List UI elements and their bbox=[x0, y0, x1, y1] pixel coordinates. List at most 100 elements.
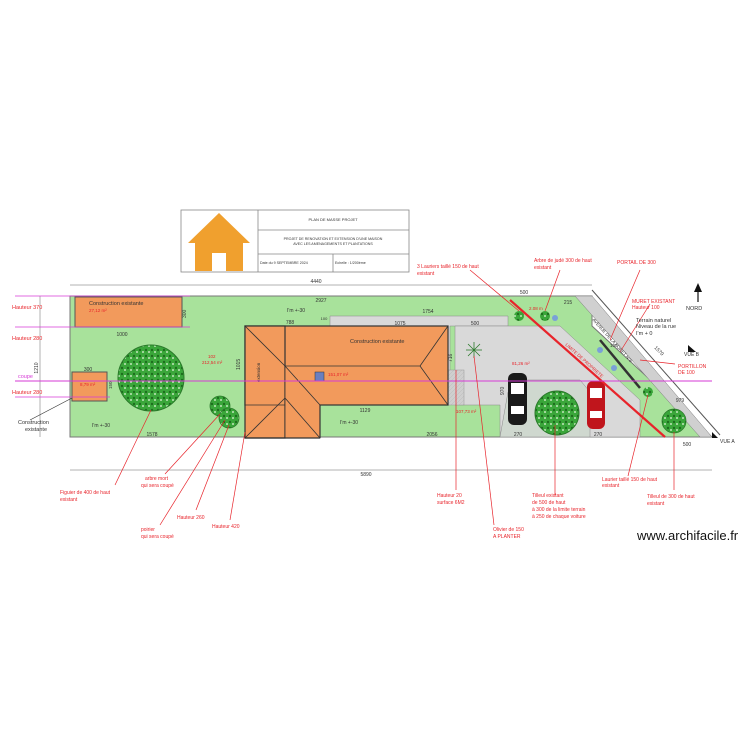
paved-area: 81,26 m² bbox=[512, 361, 530, 366]
dim-1578: 1578 bbox=[146, 432, 157, 438]
main-house bbox=[244, 325, 449, 439]
label-tilleul-1: Tilleul existant bbox=[532, 493, 564, 499]
label-arbre-mort-2: qui sera coupé bbox=[141, 483, 174, 489]
label-poirier-1: poirier bbox=[141, 527, 155, 533]
label-nord: NORD bbox=[686, 306, 702, 312]
project-line-2: AVEC LES AMENAGEMENTS ET PLANTATIONS bbox=[293, 242, 373, 246]
level-left: I'm +-30 bbox=[92, 423, 110, 429]
existing-building-top bbox=[74, 296, 183, 328]
extension-label: extension bbox=[256, 362, 261, 382]
leader-lines bbox=[114, 269, 676, 526]
chimney-icon bbox=[314, 371, 325, 382]
level-mid: I'm +-30 bbox=[340, 420, 358, 426]
main-house-area: 151,07 m² bbox=[328, 372, 349, 377]
dim-overall-top: 4440 bbox=[310, 279, 321, 285]
label-portillon-1: PORTILLON bbox=[678, 364, 707, 370]
label-judee-1: Arbre de judé 300 de haut bbox=[534, 258, 592, 264]
dim-788: 788 bbox=[286, 320, 295, 326]
label-tilleul300-1: Tilleul de 300 de haut bbox=[647, 494, 695, 500]
label-muret-1: MURET EXISTANT bbox=[632, 299, 675, 305]
label-lauriers3-2: existant bbox=[417, 271, 435, 277]
dim-1754: 1754 bbox=[422, 309, 433, 315]
label-hauteur20-2: surface 6M2 bbox=[437, 500, 465, 506]
dim-500-top: 500 bbox=[520, 290, 529, 296]
label-judee-2: existant bbox=[534, 265, 552, 271]
label-lauriers3-1: 3 Lauriers taillé 150 de haut bbox=[417, 264, 479, 270]
dim-100: 100 bbox=[321, 316, 328, 321]
label-portail: PORTAIL DE 300 bbox=[617, 260, 656, 266]
dim-270b: 270 bbox=[594, 432, 603, 438]
label-figuier-2: existant bbox=[60, 497, 78, 503]
dimension-lines bbox=[39, 284, 712, 471]
dim-215: 215 bbox=[564, 300, 573, 306]
label-hauteur260: Hauteur 260 bbox=[177, 515, 205, 521]
dim-970: 970 bbox=[500, 386, 506, 395]
dim-716: 716 bbox=[448, 353, 454, 362]
dim-overall-bottom: 5890 bbox=[360, 472, 371, 478]
gate-portail bbox=[599, 339, 641, 389]
north-arrow-icon bbox=[694, 283, 702, 302]
dim-150: 150 bbox=[108, 381, 113, 389]
label-hauteur280: Hauteur 280 bbox=[12, 336, 42, 342]
label-vue-b: VUE B bbox=[684, 352, 700, 358]
view-a-marker-icon bbox=[712, 432, 718, 438]
label-coupe: coupe bbox=[18, 374, 33, 380]
garden-area: 212,54 m² bbox=[202, 360, 223, 365]
label-hauteur280b: Hauteur 280 bbox=[12, 390, 42, 396]
fig-tree-icon bbox=[117, 344, 185, 412]
label-tilleul300-2: existant bbox=[647, 501, 665, 507]
existing-top-area: 27,12 m² bbox=[89, 308, 107, 313]
linden-tree-icon bbox=[534, 390, 580, 436]
dim-300-v: 300 bbox=[182, 309, 188, 318]
olive-tree-icon bbox=[466, 342, 482, 358]
lamp-icon-3 bbox=[611, 365, 617, 371]
label-portillon-2: DE 100 bbox=[678, 370, 695, 376]
property-limit-line bbox=[509, 299, 666, 438]
plan-title: PLAN DE MASSE PROJET bbox=[308, 217, 358, 222]
title-block: PLAN DE MASSE PROJET PROJET DE RENOVATIO… bbox=[180, 209, 410, 273]
dim-1075: 1075 bbox=[394, 321, 405, 327]
label-construction-1: Construction bbox=[18, 420, 49, 426]
label-muret-2: Hauteur 100 bbox=[632, 305, 660, 311]
view-b-marker-icon bbox=[688, 345, 696, 352]
dim-1129: 1129 bbox=[360, 408, 371, 414]
watermark: www.archifacile.fr bbox=[637, 528, 739, 543]
label-laurier-2: existant bbox=[602, 483, 620, 489]
lamp-icon-2 bbox=[597, 347, 603, 353]
label-laurier-1: Laurier taillé 150 de haut bbox=[602, 477, 658, 483]
label-olivier-2: A PLANTER bbox=[493, 534, 521, 540]
level-right: I'm + 0 bbox=[636, 331, 653, 337]
leader-construction bbox=[29, 397, 73, 421]
laurel-icon bbox=[514, 311, 524, 321]
existing-top-label: Construction existante bbox=[89, 301, 143, 307]
judas-tree-icon bbox=[540, 311, 550, 321]
lamp-icon bbox=[552, 315, 558, 321]
label-arbre-mort-1: arbre mort bbox=[145, 476, 169, 482]
label-hauteur420: Hauteur 420 bbox=[212, 524, 240, 530]
small-existing-area: 8,79 m² bbox=[80, 382, 96, 387]
street-edge bbox=[591, 289, 721, 436]
label-tilleul-4: à 250 de chaque voiture bbox=[532, 514, 586, 520]
driveway-area: 107,73 m² bbox=[456, 409, 477, 414]
dim-270a: 270 bbox=[514, 432, 523, 438]
dim-1000: 1000 bbox=[116, 332, 127, 338]
label-olivier-1: Olivier de 150 bbox=[493, 527, 524, 533]
dim-102: 102 bbox=[208, 354, 216, 359]
dim-1015: 1015 bbox=[236, 359, 242, 370]
dim-2927: 2927 bbox=[315, 298, 326, 304]
label-hauteur20-1: Hauteur 20 bbox=[437, 493, 462, 499]
label-tilleul-2: de 500 de haut bbox=[532, 500, 566, 506]
dim-979: 979 bbox=[676, 398, 685, 404]
plan-scale: Echelle : 1/200ème bbox=[335, 261, 366, 265]
label-vue-a: VUE A bbox=[720, 439, 735, 445]
car-black-icon bbox=[508, 373, 527, 425]
laurel-small-icon bbox=[643, 387, 653, 397]
dim-100b: 100 bbox=[610, 343, 618, 348]
pear-tree-icon bbox=[218, 407, 240, 429]
car-red-icon bbox=[587, 381, 605, 429]
label-terrain-1: Terrain naturel bbox=[636, 318, 671, 324]
label-poirier-2: qui sera coupé bbox=[141, 534, 174, 540]
label-construction-2: existante bbox=[25, 427, 47, 433]
